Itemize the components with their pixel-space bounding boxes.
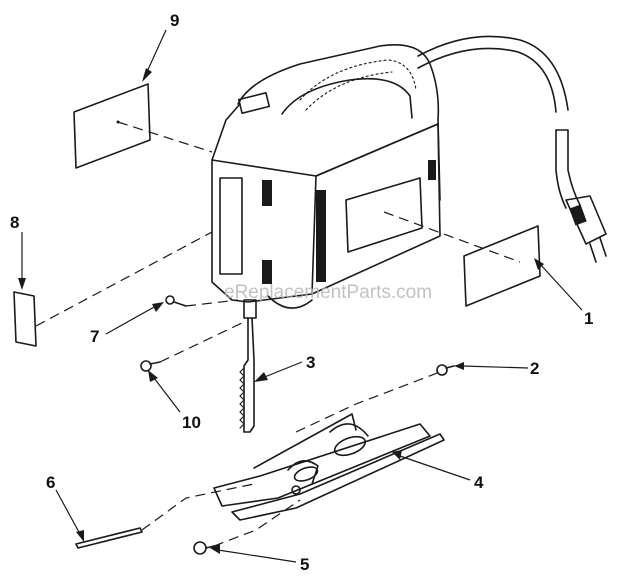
callout-2: 2 [530,359,539,378]
screw-2 [436,364,455,376]
callout-3: 3 [306,353,315,372]
power-cord [417,35,607,263]
screw-7 [165,295,187,307]
callout-1: 1 [584,309,593,328]
callout-leaders [18,29,583,563]
callout-6: 6 [46,473,55,492]
callout-4: 4 [474,473,484,492]
callout-10: 10 [182,413,201,432]
watermark-text: eReplacementParts.com [224,282,432,303]
jigsaw-housing [211,44,441,319]
base-plate [213,413,445,521]
pin-6 [75,527,143,549]
label-9 [73,83,151,169]
callout-5: 5 [300,555,309,574]
alignment-lines [35,121,521,547]
callout-8: 8 [10,213,19,232]
screw-5 [193,541,215,555]
screw-10 [140,360,161,372]
callout-9: 9 [170,11,179,30]
callout-7: 7 [90,327,99,346]
label-1 [463,225,541,307]
label-8 [13,291,37,347]
saw-blade [239,317,255,433]
